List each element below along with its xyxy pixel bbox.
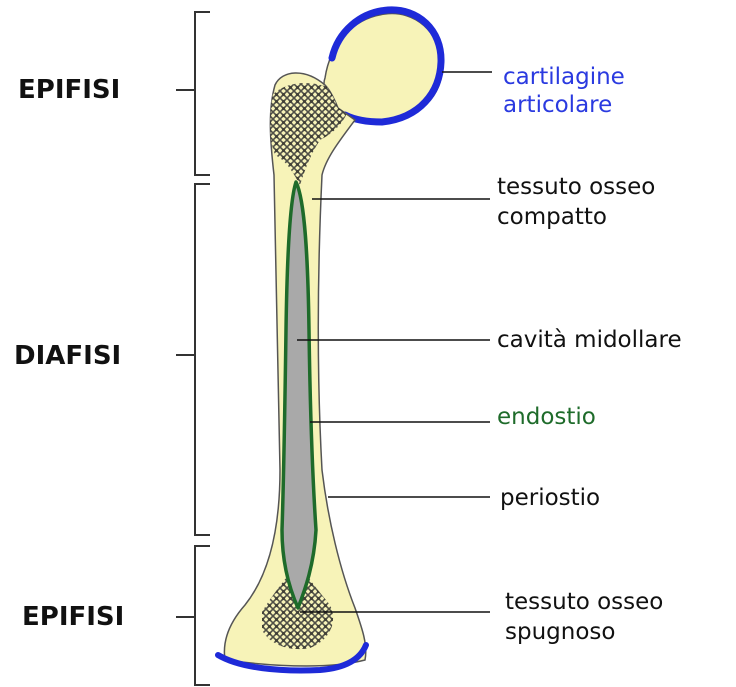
label-spongy-bone-line1: tessuto osseo (505, 589, 663, 615)
label-spongy-bone-line2: spugnoso (505, 619, 615, 645)
label-top-epiphysis: EPIFISI (18, 75, 120, 105)
bracket-diaphysis (176, 184, 210, 535)
label-endosteum: endostio (497, 404, 596, 430)
label-bottom-epiphysis: EPIFISI (22, 602, 124, 632)
label-diaphysis: DIAFISI (14, 341, 121, 371)
label-cartilage-line1: cartilagine (503, 64, 625, 90)
label-compact-bone-line1: tessuto osseo (497, 174, 655, 200)
label-periosteum: periostio (500, 485, 600, 511)
bracket-bottom-epiphysis (176, 546, 210, 685)
label-cartilage-line2: articolare (503, 92, 612, 118)
label-marrow-cavity: cavità midollare (497, 327, 682, 353)
bracket-top-epiphysis (176, 12, 210, 175)
label-compact-bone-line2: compatto (497, 204, 607, 230)
